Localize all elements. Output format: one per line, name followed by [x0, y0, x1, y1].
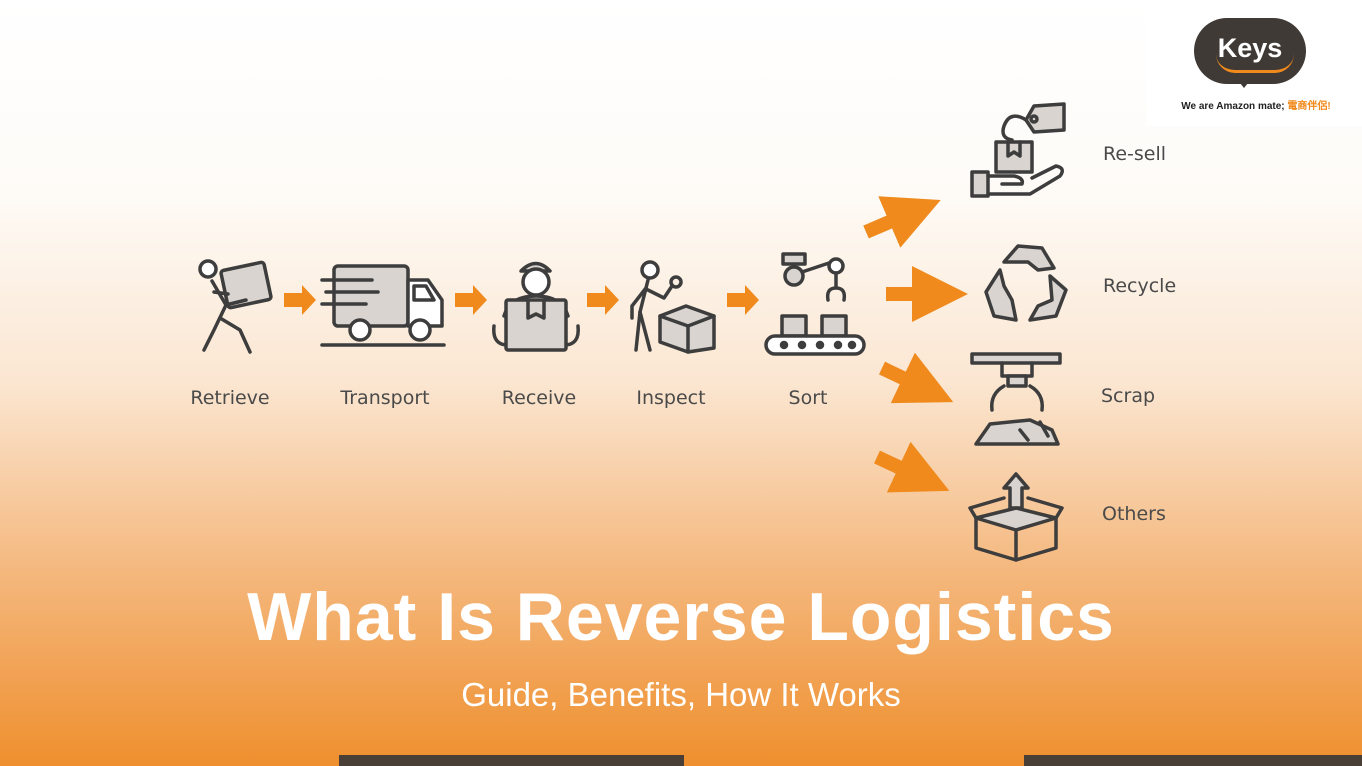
arrow-to-scrap — [878, 352, 954, 404]
keys-logo: Keys — [1194, 18, 1306, 84]
logo-smile-arrow — [1216, 54, 1294, 73]
outcome-label-recycle: Recycle — [1103, 275, 1177, 297]
arrow-to-resell — [863, 196, 941, 248]
delivery-truck-icon — [320, 264, 446, 347]
arrow-inspect-sort — [727, 285, 759, 315]
person-carrying-box-icon — [198, 259, 273, 354]
step-arrows — [284, 285, 759, 315]
scrap-crusher-icon — [970, 352, 1062, 446]
arrow-to-others — [874, 441, 950, 493]
page-subtitle: Guide, Benefits, How It Works — [461, 676, 901, 713]
logo-tagline: We are Amazon mate; 電商伴侶! — [1156, 97, 1356, 112]
bottom-bar-right — [1024, 755, 1362, 766]
step-label-transport: Transport — [340, 387, 430, 409]
step-label-sort: Sort — [788, 387, 828, 409]
outcome-label-others: Others — [1102, 503, 1166, 525]
tagline-en: We are Amazon mate; — [1181, 101, 1285, 112]
outcome-label-resell: Re-sell — [1103, 143, 1167, 165]
reverse-logistics-diagram — [198, 102, 1068, 562]
open-box-up-arrow-icon — [968, 472, 1064, 562]
bottom-bar-left — [339, 755, 684, 766]
arrow-transport-receive — [455, 285, 487, 315]
page-title: What Is Reverse Logistics — [247, 579, 1115, 655]
outcome-label-scrap: Scrap — [1101, 385, 1156, 407]
arrow-retrieve-transport — [284, 285, 316, 315]
step-label-inspect: Inspect — [636, 387, 706, 409]
tagline-zh: 電商伴侶! — [1287, 101, 1331, 112]
logo-area: Keys We are Amazon mate; 電商伴侶! — [1146, 0, 1362, 126]
robotic-sorting-conveyor-icon — [764, 252, 866, 356]
step-label-receive: Receive — [501, 387, 577, 409]
worker-receiving-box-icon — [492, 261, 580, 352]
recycle-icon — [984, 244, 1068, 322]
logo-bubble-tail — [1236, 78, 1252, 88]
hand-box-price-tag-icon — [970, 102, 1066, 198]
step-label-retrieve: Retrieve — [190, 387, 270, 409]
person-inspecting-box-icon — [630, 260, 716, 354]
arrow-receive-inspect — [587, 285, 619, 315]
